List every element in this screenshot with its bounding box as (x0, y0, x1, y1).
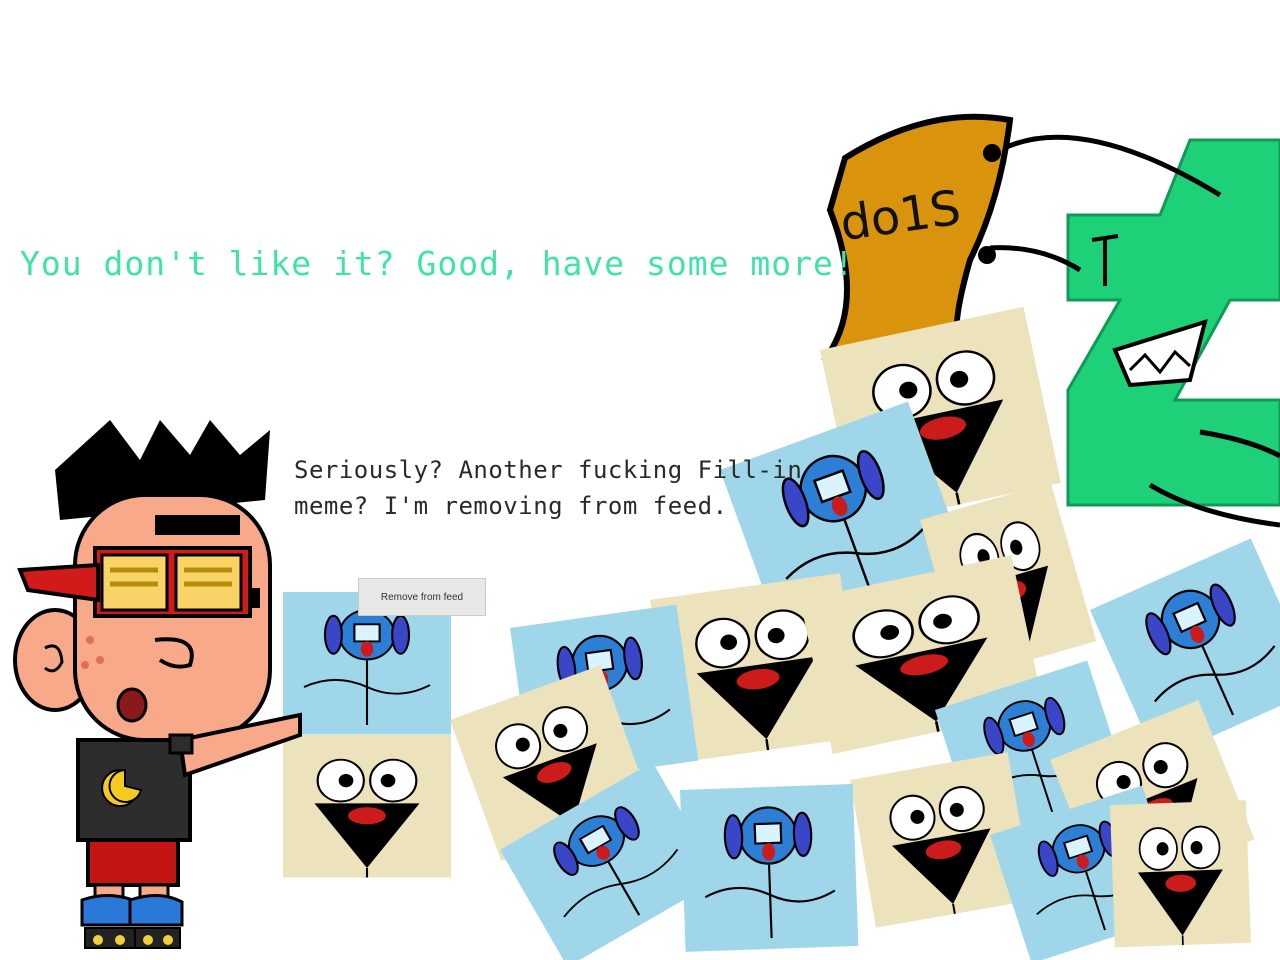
top-caption: You don't like it? Good, have some more! (20, 244, 855, 283)
speech-caption: Seriously? Another fucking Fill-in meme?… (294, 456, 803, 520)
pacman-icon (108, 768, 143, 803)
orange-sign (821, 113, 1014, 360)
cartoon-character (13, 420, 302, 949)
deviantart-logo-icon (989, 134, 1280, 528)
remove-from-feed-button[interactable]: Remove from feed (358, 578, 486, 616)
